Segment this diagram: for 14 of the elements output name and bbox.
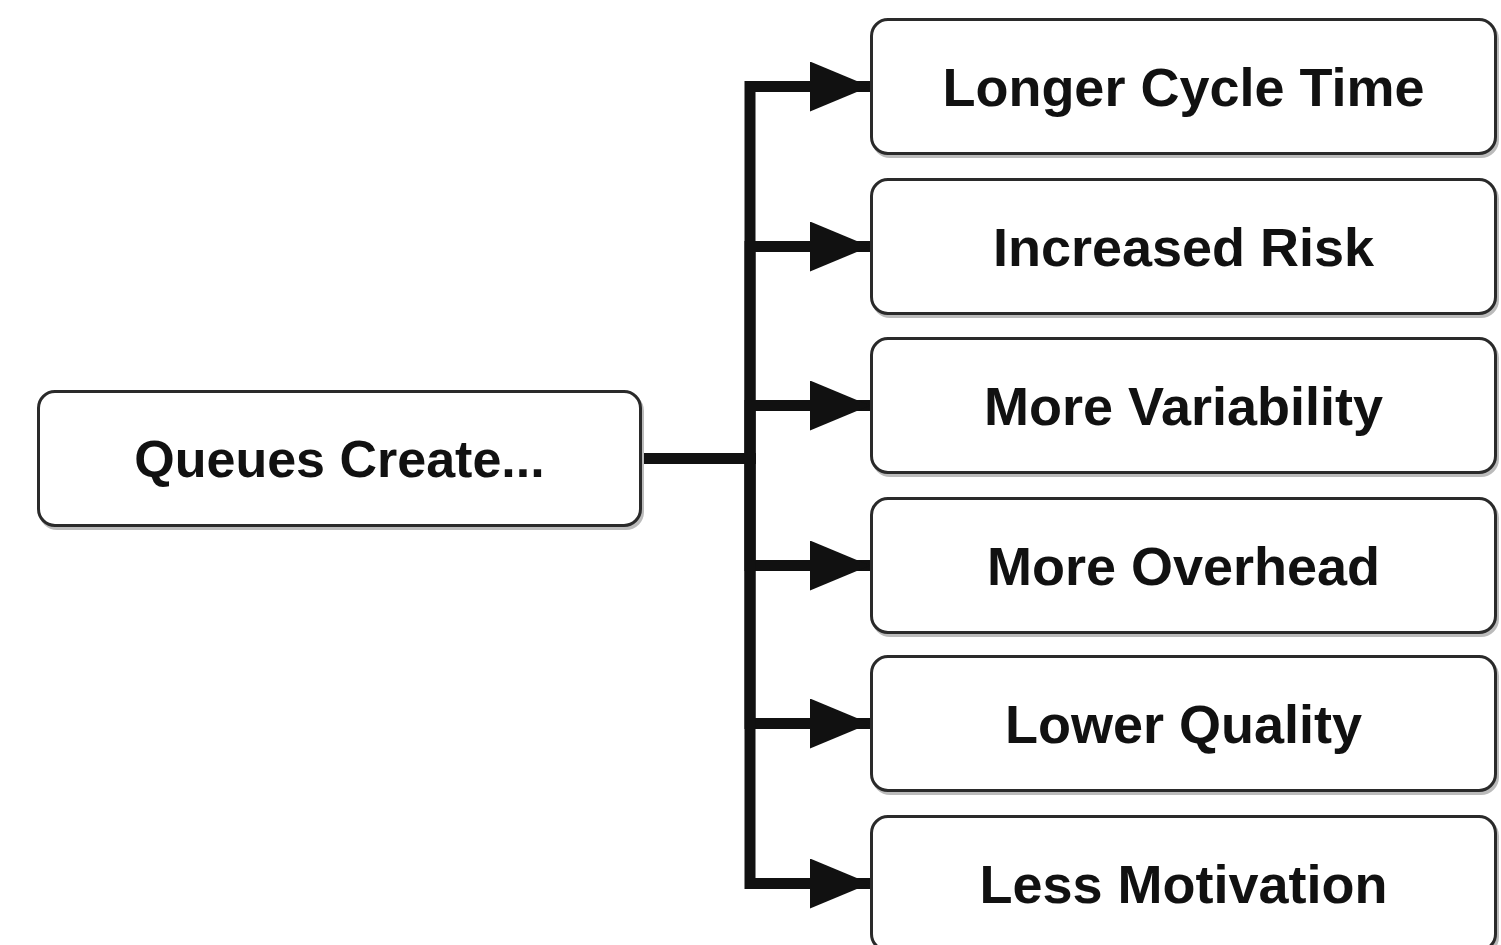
box-label: Increased Risk xyxy=(992,215,1375,278)
box-label: Lower Quality xyxy=(1004,692,1363,755)
source-box xyxy=(37,390,642,527)
effect-box xyxy=(870,337,1497,474)
effect-box xyxy=(870,497,1497,634)
effect-box xyxy=(870,178,1497,315)
box-label: Queues Create... xyxy=(134,428,545,489)
effect-box xyxy=(870,655,1497,792)
effect-box xyxy=(870,18,1497,155)
effect-box xyxy=(870,815,1497,945)
box-label: More Overhead xyxy=(986,534,1381,597)
box-label: More Variability xyxy=(983,374,1384,437)
box-label: Longer Cycle Time xyxy=(942,55,1425,118)
box-label: Less Motivation xyxy=(979,852,1388,915)
